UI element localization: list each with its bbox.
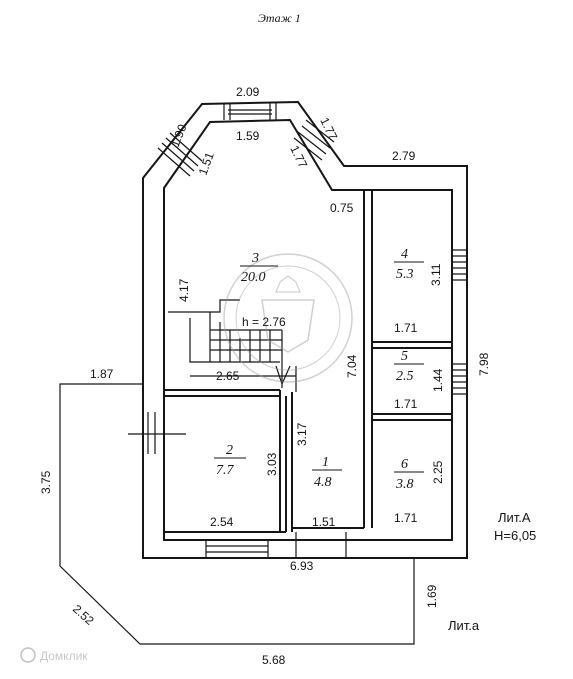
bottom-openings xyxy=(205,532,347,558)
emblem-watermark xyxy=(223,253,353,383)
dim-bay-left-inner: 1.51 xyxy=(196,150,217,177)
staircase xyxy=(168,299,297,392)
room-4-number: 4 xyxy=(401,247,408,262)
bay-windows xyxy=(157,103,335,177)
dim-room6-height: 2.25 xyxy=(431,460,445,484)
dim-porch-right: 1.69 xyxy=(425,584,439,608)
dim-room4-width: 1.71 xyxy=(394,321,418,335)
dim-top-inner: 1.59 xyxy=(236,129,260,143)
dim-room2-width: 2.54 xyxy=(210,515,234,529)
dim-bay-right-outer: 1.77 xyxy=(317,115,340,142)
outer-walls xyxy=(142,100,468,559)
lit-small-label: Лит.а xyxy=(448,618,480,633)
dim-total-width: 6.93 xyxy=(290,559,314,573)
dim-notch: 0.75 xyxy=(330,201,354,215)
room-5-number: 5 xyxy=(401,349,408,364)
room-1-area: 4.8 xyxy=(314,475,332,490)
dim-bay-left-outer: 1.90 xyxy=(168,122,190,149)
dim-room2-height: 3.03 xyxy=(265,452,279,476)
right-windows xyxy=(452,249,467,395)
room-3-number: 3 xyxy=(251,251,259,266)
room-5-area: 2.5 xyxy=(396,369,414,384)
dim-porch-left: 3.75 xyxy=(39,470,53,494)
room-2-number: 2 xyxy=(226,443,233,458)
dim-room6-width: 1.71 xyxy=(394,511,418,525)
domclick-text: Домклик xyxy=(40,649,88,663)
dim-room5-height: 1.44 xyxy=(431,368,445,392)
dim-room1-width: 1.51 xyxy=(312,515,336,529)
dim-porch-bottom: 5.68 xyxy=(262,653,286,667)
lit-labels: Лит.А Н=6,05 Лит.а xyxy=(448,510,536,633)
room-4-area: 5.3 xyxy=(396,267,414,282)
dim-porch-top: 1.87 xyxy=(90,367,114,381)
floor-title: Этаж 1 xyxy=(258,11,301,25)
room-2-area: 7.7 xyxy=(216,463,235,478)
dim-room3-height: 4.17 xyxy=(177,278,191,302)
dim-top-outer: 2.09 xyxy=(236,85,260,99)
room-6-number: 6 xyxy=(401,457,408,472)
room-labels: 3 20.0 4 5.3 5 2.5 2 7.7 1 4.8 6 3.8 h =… xyxy=(214,247,424,492)
dim-right-top: 2.79 xyxy=(392,149,416,163)
room-3-area: 20.0 xyxy=(241,270,266,285)
left-openings xyxy=(128,412,186,454)
porch-outline xyxy=(59,383,415,645)
domclick-watermark: Домклик xyxy=(20,647,88,663)
dim-center-wall: 7.04 xyxy=(345,354,359,378)
interior-walls xyxy=(164,189,452,533)
dim-room4-height: 3.11 xyxy=(429,263,443,286)
dim-room1-height: 3.17 xyxy=(295,422,309,446)
dim-room5-width: 1.71 xyxy=(394,397,418,411)
dim-right-total: 7.98 xyxy=(477,352,491,376)
domclick-logo-icon xyxy=(20,647,36,663)
lit-a-height: Н=6,05 xyxy=(494,528,536,543)
ceiling-height: h = 2.76 xyxy=(242,315,286,329)
room-1-number: 1 xyxy=(322,455,329,470)
room-6-area: 3.8 xyxy=(395,477,414,492)
dim-stair-width: 2.65 xyxy=(216,369,240,383)
dim-porch-diagonal: 2.52 xyxy=(70,602,97,628)
lit-a-label: Лит.А xyxy=(498,510,531,525)
